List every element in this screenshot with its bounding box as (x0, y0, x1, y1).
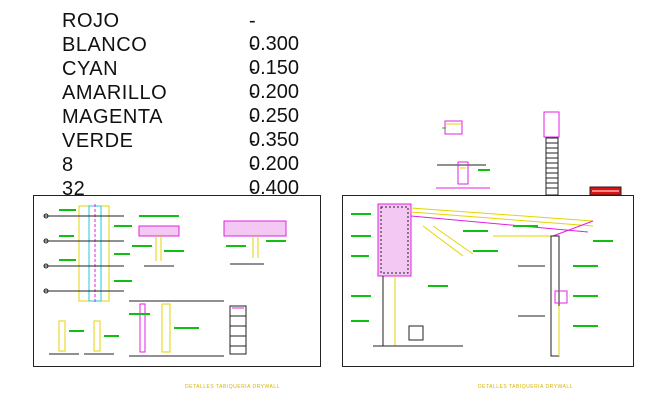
legend-name: MAGENTA (62, 106, 163, 128)
tall-column-detail (543, 111, 560, 196)
pen-weight-legend: ROJO - 0.300 BLANCO - 0.150 CYAN - 0.200… (62, 10, 299, 223)
legend-row-amarillo: AMARILLO - 0.250 (62, 82, 299, 127)
section-top-right (223, 220, 287, 265)
annotations (351, 213, 613, 327)
caption-right: DETALLES TABIQUERIA DRYWALL (478, 384, 573, 390)
legend-row-cyan: CYAN - 0.200 (62, 58, 299, 103)
red-strip-detail (589, 186, 622, 196)
legend-value: - 0.200 (249, 58, 300, 103)
legend-name: CYAN (62, 58, 119, 80)
legend-name: BLANCO (62, 34, 148, 56)
right-wall-stud (518, 235, 568, 357)
legend-row-8: 8 - 0.400 (62, 154, 299, 199)
drywall-details-right (351, 203, 613, 357)
legend-value: - 0.250 (249, 82, 300, 127)
section-top-middle (132, 215, 184, 267)
legend-row-magenta: MAGENTA - 0.350 (62, 106, 299, 151)
drawing-sheet-right[interactable] (342, 195, 634, 367)
legend-name: AMARILLO (62, 82, 168, 104)
legend-value: - 0.400 (249, 154, 300, 199)
soffit-lines (410, 207, 594, 257)
legend-value: - 0.200 (249, 130, 300, 175)
legend-row-verde: VERDE - 0.200 (62, 130, 299, 175)
legend-name: 32 (62, 178, 86, 200)
legend-name: VERDE (62, 130, 134, 152)
section-bottom-left (49, 320, 119, 355)
legend-value: - 0.350 (249, 106, 300, 151)
wall-elevation (43, 204, 132, 304)
legend-name: 8 (62, 154, 74, 176)
legend-row-rojo: ROJO - 0.300 (62, 10, 299, 55)
legend-value: - 0.300 (249, 10, 300, 55)
left-wall-stud (373, 276, 463, 347)
legend-name: ROJO (62, 10, 120, 32)
section-bottom-middle (129, 300, 224, 357)
drawing-sheet-left[interactable] (33, 195, 321, 367)
legend-row-blanco: BLANCO - 0.150 (62, 34, 299, 79)
hatched-column (377, 203, 412, 277)
drywall-details-left (43, 204, 287, 357)
section-bottom-right (229, 305, 247, 355)
small-mid-detail (436, 161, 490, 189)
caption-left: DETALLES TABIQUERIA DRYWALL (185, 384, 280, 390)
small-top-detail (442, 120, 463, 135)
legend-value: - 0.150 (249, 34, 300, 79)
